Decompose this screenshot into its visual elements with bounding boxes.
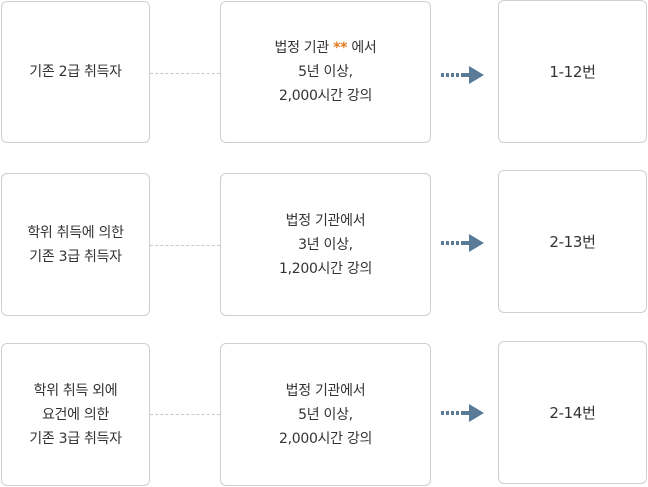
requirement-line-2: 5년 이상, — [298, 64, 353, 80]
qualification-box-1: 기존 2급 취득자 — [1, 1, 150, 143]
dotted-right-arrow-icon — [441, 404, 484, 422]
requirement-box-1: 법정 기관 ** 에서 5년 이상, 2,000시간 강의 — [220, 1, 431, 143]
qualification-text: 학위 취득에 의한 — [27, 224, 124, 241]
requirement-line-3: 2,000시간 강의 — [278, 430, 373, 447]
requirement-line-3: 1,200시간 강의 — [278, 260, 373, 277]
qualification-text: 기존 3급 취득자 — [29, 248, 122, 265]
dotted-right-arrow-icon — [441, 66, 484, 84]
qualification-box-3: 학위 취득 외에 요건에 의한 기존 3급 취득자 — [1, 343, 150, 486]
dashed-connector — [150, 414, 220, 415]
result-label: 2-13번 — [549, 232, 596, 251]
requirement-box-2: 법정 기관에서 3년 이상, 1,200시간 강의 — [220, 173, 431, 316]
requirement-line-2: 3년 이상, — [298, 236, 353, 253]
result-label: 2-14번 — [549, 403, 596, 422]
result-box-1: 1-12번 — [498, 0, 647, 143]
qualification-text: 학위 취득 외에 — [33, 382, 118, 399]
requirement-box-3: 법정 기관에서 5년 이상, 2,000시간 강의 — [220, 343, 431, 486]
requirement-line-1: 법정 기관에서 — [285, 212, 366, 229]
requirement-line-1: 법정 기관에서 — [285, 382, 366, 399]
result-box-3: 2-14번 — [498, 341, 647, 484]
asterisk-mark: ** — [333, 40, 348, 56]
qualification-box-2: 학위 취득에 의한 기존 3급 취득자 — [1, 173, 150, 316]
dashed-connector — [150, 245, 220, 246]
dotted-right-arrow-icon — [441, 234, 484, 252]
dashed-connector — [150, 73, 220, 74]
requirement-line-2: 5년 이상, — [298, 406, 353, 423]
requirement-line-3: 2,000시간 강의 — [278, 88, 373, 104]
qualification-text: 기존 2급 취득자 — [29, 64, 122, 80]
qualification-text: 요건에 의한 — [41, 406, 110, 423]
result-box-2: 2-13번 — [498, 170, 647, 313]
qualification-text: 기존 3급 취득자 — [29, 430, 122, 447]
requirement-line-1: 법정 기관 ** 에서 — [274, 40, 377, 56]
result-label: 1-12번 — [549, 62, 596, 81]
